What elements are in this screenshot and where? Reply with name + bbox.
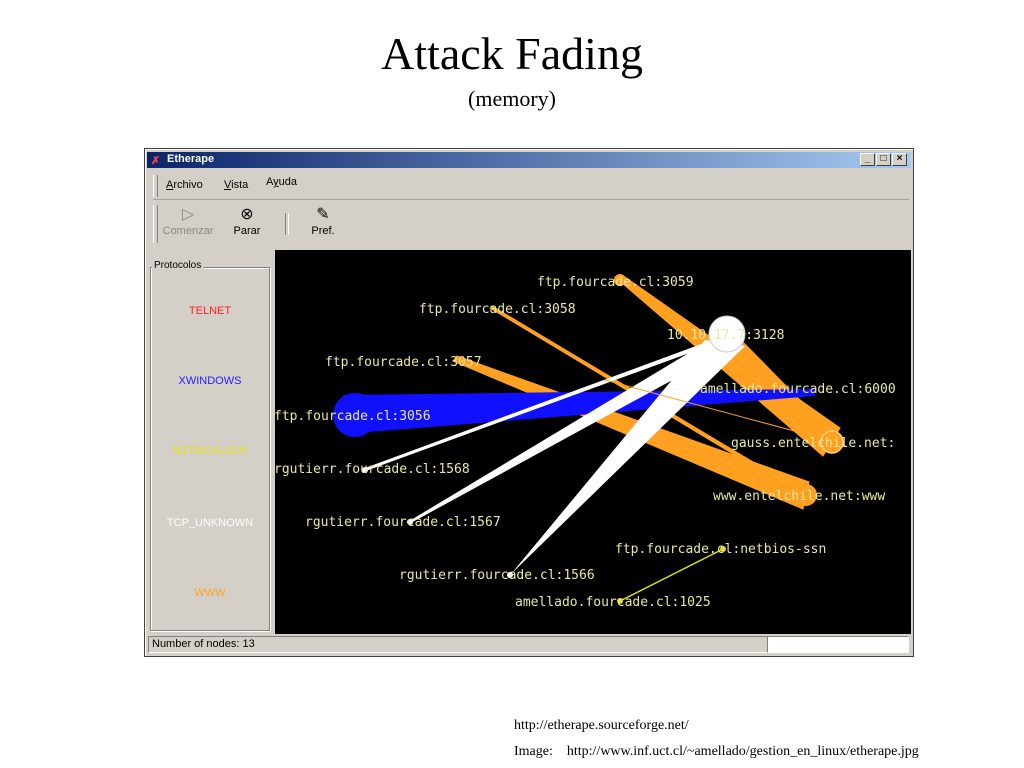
menubar-grip[interactable] — [153, 175, 158, 197]
toolbar-separator — [285, 213, 289, 235]
link-3056-6000 — [343, 389, 815, 434]
node-www[interactable] — [795, 484, 817, 506]
footer-image-credit: Image: http://www.inf.uct.cl/~amellado/ge… — [514, 744, 919, 760]
link-1568-3128 — [363, 336, 725, 472]
close-button[interactable]: × — [892, 153, 907, 166]
link-3128-gauss-thin — [604, 379, 836, 443]
slide-subtitle: (memory) — [468, 86, 556, 111]
stop-button[interactable]: ⊗ Parar — [218, 205, 276, 245]
window-title: Etherape — [167, 153, 215, 165]
menu-vista[interactable]: Vista — [224, 179, 249, 191]
node-1568[interactable] — [362, 467, 368, 473]
label-n3059: ftp.fourcade.cl:3059 — [537, 275, 694, 290]
label-n3057: ftp.fourcade.cl:3057 — [325, 355, 482, 370]
label-n1566: rgutierr.fourcade.cl:1566 — [399, 568, 595, 583]
protocols-legend: Protocolos — [152, 260, 204, 271]
protocol-tcp-unknown[interactable]: TCP_UNKNOWN — [166, 517, 254, 529]
protocols-panel: Protocolos TELNET XWINDOWS NETBIOS-SSN T… — [148, 259, 272, 631]
start-button[interactable]: ▷ Comenzar — [159, 205, 217, 245]
label-nnetbios: ftp.fourcade.cl:netbios-ssn — [615, 542, 826, 557]
toolbar: ▷ Comenzar ⊗ Parar ✎ Pref. — [153, 203, 909, 247]
node-netbios[interactable] — [720, 546, 726, 552]
label-n1568: rgutierr.fourcade.cl:1568 — [275, 462, 470, 477]
node-3056[interactable] — [333, 393, 377, 437]
network-diagram[interactable]: ftp.fourcade.cl:3059 ftp.fourcade.cl:305… — [275, 250, 911, 634]
node-3128[interactable] — [708, 315, 746, 353]
protocol-netbios-ssn[interactable]: NETBIOS-SSN — [172, 445, 248, 457]
menu-archivo[interactable]: Archivo — [166, 179, 203, 191]
status-progress-box — [767, 636, 909, 653]
preferences-button[interactable]: ✎ Pref. — [294, 205, 352, 245]
label-n3056: ftp.fourcade.cl:3056 — [275, 409, 431, 424]
node-1025[interactable] — [617, 598, 623, 604]
footer-image-url[interactable]: http://www.inf.uct.cl/~amellado/gestion_… — [566, 744, 919, 759]
toolbar-grip[interactable] — [153, 205, 158, 243]
link-1566-3128 — [509, 340, 745, 576]
play-icon: ▷ — [181, 206, 195, 223]
slide-title: Attack Fading — [381, 28, 643, 79]
minimize-button[interactable]: _ — [860, 153, 875, 166]
footer-image-label: Image: — [514, 744, 553, 759]
label-n3058: ftp.fourcade.cl:3058 — [419, 302, 576, 317]
status-bar: Number of nodes: 13 — [148, 636, 768, 653]
label-ngauss: gauss.entelchile.net: — [731, 436, 895, 451]
label-n3128: 10.10.17.7:3128 — [667, 328, 784, 343]
link-3128-xwin — [595, 338, 727, 414]
node-1566[interactable] — [507, 572, 513, 578]
menubar: Archivo Vista Ayuda — [153, 173, 909, 200]
label-n1567: rgutierr.fourcade.cl:1567 — [305, 515, 501, 530]
label-n6000: amellado.fourcade.cl:6000 — [700, 382, 896, 397]
footer-url[interactable]: http://etherape.sourceforge.net/ — [514, 718, 689, 733]
protocol-www[interactable]: WWW — [194, 587, 226, 599]
maximize-button[interactable]: □ — [876, 153, 891, 166]
etherape-window: ✗ Etherape _ □ × Archivo Vista Ayuda ▷ C… — [144, 148, 914, 657]
protocol-telnet[interactable]: TELNET — [188, 305, 232, 317]
link-netbios-1025 — [619, 548, 724, 602]
label-n1025: amellado.fourcade.cl:1025 — [515, 595, 711, 610]
preferences-icon: ✎ — [316, 206, 330, 223]
node-gauss[interactable] — [820, 430, 844, 454]
protocols-frame — [150, 267, 270, 631]
protocol-xwindows[interactable]: XWINDOWS — [178, 375, 242, 387]
node-3059[interactable] — [614, 274, 626, 286]
stop-icon: ⊗ — [240, 206, 254, 223]
app-icon: ✗ — [151, 155, 161, 167]
label-nwww: www.entelchile.net:www — [713, 489, 885, 504]
menu-ayuda[interactable]: Ayuda — [266, 176, 297, 188]
node-1567[interactable] — [407, 519, 413, 525]
window-titlebar[interactable]: ✗ Etherape _ □ × — [147, 152, 911, 168]
